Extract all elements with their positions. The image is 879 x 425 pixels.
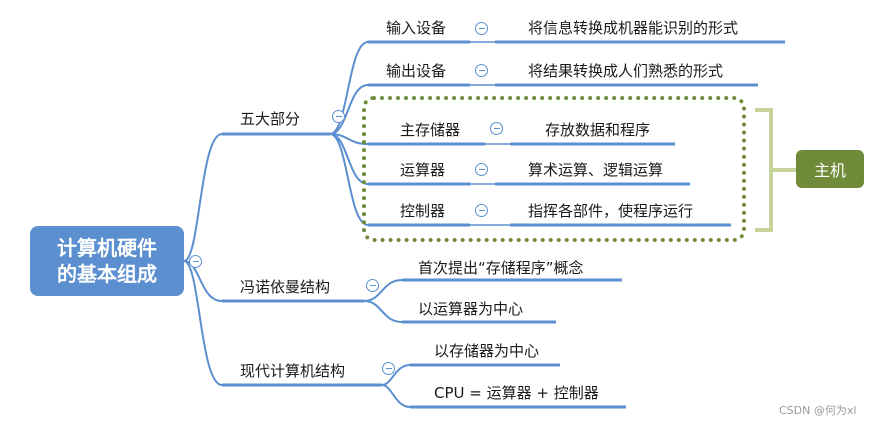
control-collapse-icon[interactable]	[475, 204, 488, 217]
watermark-text: CSDN @何为xl	[779, 404, 857, 417]
von-neumann-label[interactable]: 冯诺依曼结构	[240, 278, 331, 296]
modern-point1[interactable]: 以存储器为中心	[434, 342, 540, 360]
five-parts-label[interactable]: 五大部分	[240, 110, 301, 128]
output-collapse-icon[interactable]	[475, 64, 488, 77]
output-device-label[interactable]: 输出设备	[386, 62, 447, 80]
main-memory-desc[interactable]: 存放数据和程序	[545, 121, 651, 139]
von-neumann-point2[interactable]: 以运算器为中心	[418, 300, 524, 318]
input-device-desc[interactable]: 将信息转换成机器能识别的形式	[528, 19, 739, 37]
host-label[interactable]: 主机	[796, 150, 864, 188]
main-memory-label[interactable]: 主存储器	[400, 121, 461, 139]
modern-collapse-icon[interactable]	[382, 362, 395, 375]
root-title-line1: 计算机硬件	[57, 236, 157, 260]
von-neumann-collapse-icon[interactable]	[366, 279, 379, 292]
alu-desc[interactable]: 算术运算、逻辑运算	[528, 161, 664, 179]
alu-collapse-icon[interactable]	[475, 163, 488, 176]
root-node[interactable]: 计算机硬件 的基本组成	[30, 226, 184, 296]
control-unit-desc[interactable]: 指挥各部件，使程序运行	[528, 202, 694, 220]
output-device-desc[interactable]: 将结果转换成人们熟悉的形式	[528, 62, 724, 80]
input-collapse-icon[interactable]	[475, 22, 488, 35]
five-parts-collapse-icon[interactable]	[332, 110, 345, 123]
memory-collapse-icon[interactable]	[490, 122, 503, 135]
root-title-line2: 的基本组成	[57, 262, 157, 286]
modern-point2[interactable]: CPU = 运算器 + 控制器	[434, 384, 599, 402]
root-collapse-icon[interactable]	[189, 255, 202, 268]
control-unit-label[interactable]: 控制器	[400, 202, 446, 220]
input-device-label[interactable]: 输入设备	[386, 19, 447, 37]
host-group-border	[362, 96, 746, 242]
alu-label[interactable]: 运算器	[400, 161, 446, 179]
modern-structure-label[interactable]: 现代计算机结构	[240, 362, 346, 380]
von-neumann-point1[interactable]: 首次提出“存储程序”概念	[418, 259, 584, 277]
